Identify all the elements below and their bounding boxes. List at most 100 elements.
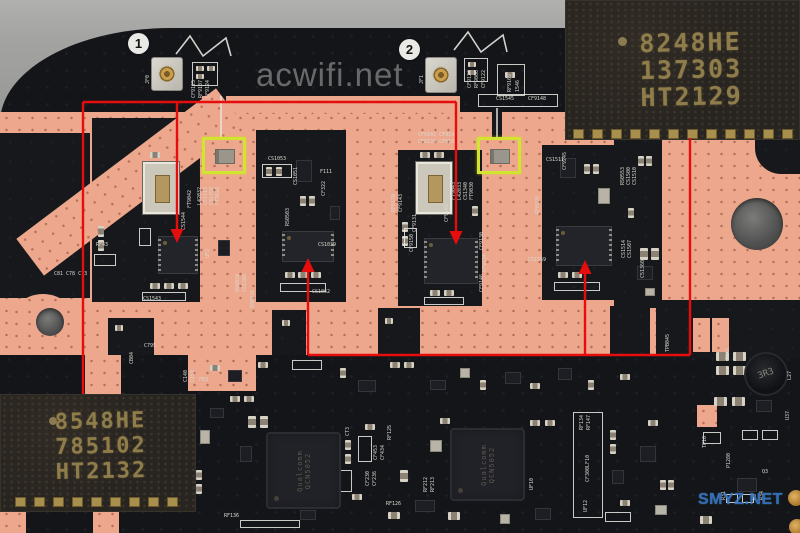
smd-cap: [640, 248, 648, 260]
silkscreen-label: FB3: [199, 377, 209, 383]
smd-cap: [150, 283, 160, 289]
fem-4-chip: [556, 226, 612, 266]
board-notch: [755, 140, 800, 174]
chip-pin: [91, 497, 102, 507]
smd-sbox: [478, 94, 558, 107]
antenna-connector-2: [425, 57, 457, 93]
smd-icd: [218, 240, 230, 256]
copper-pad: [697, 405, 717, 427]
silkscreen-label: CF9131: [412, 213, 418, 232]
antenna-badge-2: 2: [399, 39, 420, 60]
smd-icd: [637, 266, 653, 280]
smd-sbox: [240, 520, 300, 528]
silkscreen-label: CF9141 CF9142: [418, 132, 458, 138]
silkscreen-label: UF10: [529, 477, 535, 490]
silkscreen-label: C81 C78 C73: [54, 271, 88, 277]
ufl-ring: [158, 65, 176, 83]
silkscreen-label: CS1545: [496, 96, 515, 102]
filter-can: [416, 162, 452, 214]
chip-pin: [611, 129, 622, 139]
smd-icd: [210, 408, 224, 418]
silkscreen-label: C51360: [640, 259, 646, 278]
smd-cap: [345, 454, 351, 464]
smd-sq: [430, 440, 442, 452]
smd-icd: [300, 510, 316, 520]
smd-cap: [444, 290, 454, 296]
smd-cap: [472, 206, 478, 216]
smd-cap: [98, 240, 104, 251]
smd-cap: [420, 152, 430, 158]
smd-cap: [545, 420, 555, 426]
smd-cap: [480, 380, 486, 390]
smd-cap: [285, 272, 295, 278]
chip-pin: [782, 129, 793, 139]
silkscreen-label: RF9066: [474, 69, 480, 88]
smd-cap: [593, 164, 599, 174]
chip-pin: [706, 129, 717, 139]
smd-cap: [400, 470, 408, 482]
smd-cap: [164, 283, 174, 289]
chip-pin: [15, 497, 26, 507]
smd-cap: [505, 72, 515, 78]
smd-cap: [628, 208, 634, 218]
smd-dotg: [789, 519, 800, 533]
smd-icd: [296, 160, 312, 182]
silkscreen-label: Q3: [762, 469, 769, 475]
chip-pin: [668, 129, 679, 139]
smd-cap: [714, 397, 727, 406]
silkscreen-label: CF9143: [398, 193, 404, 212]
silkscreen-label: CS1559: [528, 257, 547, 263]
silkscreen-label: RF43: [96, 242, 109, 248]
silkscreen-label: CF9123: [467, 69, 473, 88]
silkscreen-label: 1546: [515, 79, 521, 92]
silkscreen-label: C795: [144, 343, 157, 349]
smd-dotg: [788, 490, 800, 506]
island-notch: [378, 308, 420, 355]
smd-cap: [530, 383, 540, 389]
smd-cap: [248, 416, 256, 428]
smd-cap: [584, 164, 590, 174]
ufl-ring: [432, 66, 450, 84]
smd-cap: [340, 368, 346, 378]
smd-sbox: [742, 494, 754, 503]
smd-icd: [756, 400, 772, 412]
silkscreen-label: C153: [190, 369, 196, 382]
silkscreen-label: U37: [785, 410, 791, 420]
smd-sbox: [464, 58, 488, 82]
silkscreen-label: CS1062: [312, 289, 331, 295]
silkscreen-label: F111: [320, 169, 333, 175]
silkscreen-label: RF9107: [198, 79, 204, 98]
connector-label-2: JF1: [419, 74, 425, 84]
smd-cap: [390, 362, 400, 368]
copper-pad: [693, 318, 710, 352]
fem-1-chip: [158, 236, 198, 274]
silkscreen-label: RF147: [586, 414, 592, 430]
smd-sbox: [703, 432, 721, 444]
smd-cap: [646, 156, 652, 166]
silkscreen-label: UF2: [205, 248, 211, 258]
smd-cap: [196, 470, 202, 480]
smd-cap: [700, 516, 712, 524]
smd-cap: [716, 352, 729, 361]
silkscreen-label: US0010: [235, 273, 241, 292]
smd-sbox: [142, 292, 186, 301]
chip-pin: [110, 497, 121, 507]
chip-pin: [744, 129, 755, 139]
smd-cap: [150, 152, 160, 158]
smd-sbox: [497, 64, 525, 96]
smd-cap: [196, 484, 202, 494]
filter-can: [143, 162, 179, 214]
silkscreen-label: CF9150: [409, 233, 415, 252]
smd-cap: [309, 196, 315, 206]
smd-icd: [560, 158, 576, 178]
silkscreen-label: CS1544: [181, 211, 187, 230]
silkscreen-label: CS1511: [546, 157, 565, 163]
smd-cap: [230, 396, 240, 402]
silkscreen-label: RF136: [224, 513, 240, 519]
smd-icd: [240, 446, 252, 462]
inset-photo-top-right: 8248HE 137303 HT2129: [565, 0, 800, 140]
smd-cap: [276, 167, 282, 176]
highlight-box-2: [477, 137, 521, 174]
silkscreen-label: RF212: [423, 476, 429, 492]
